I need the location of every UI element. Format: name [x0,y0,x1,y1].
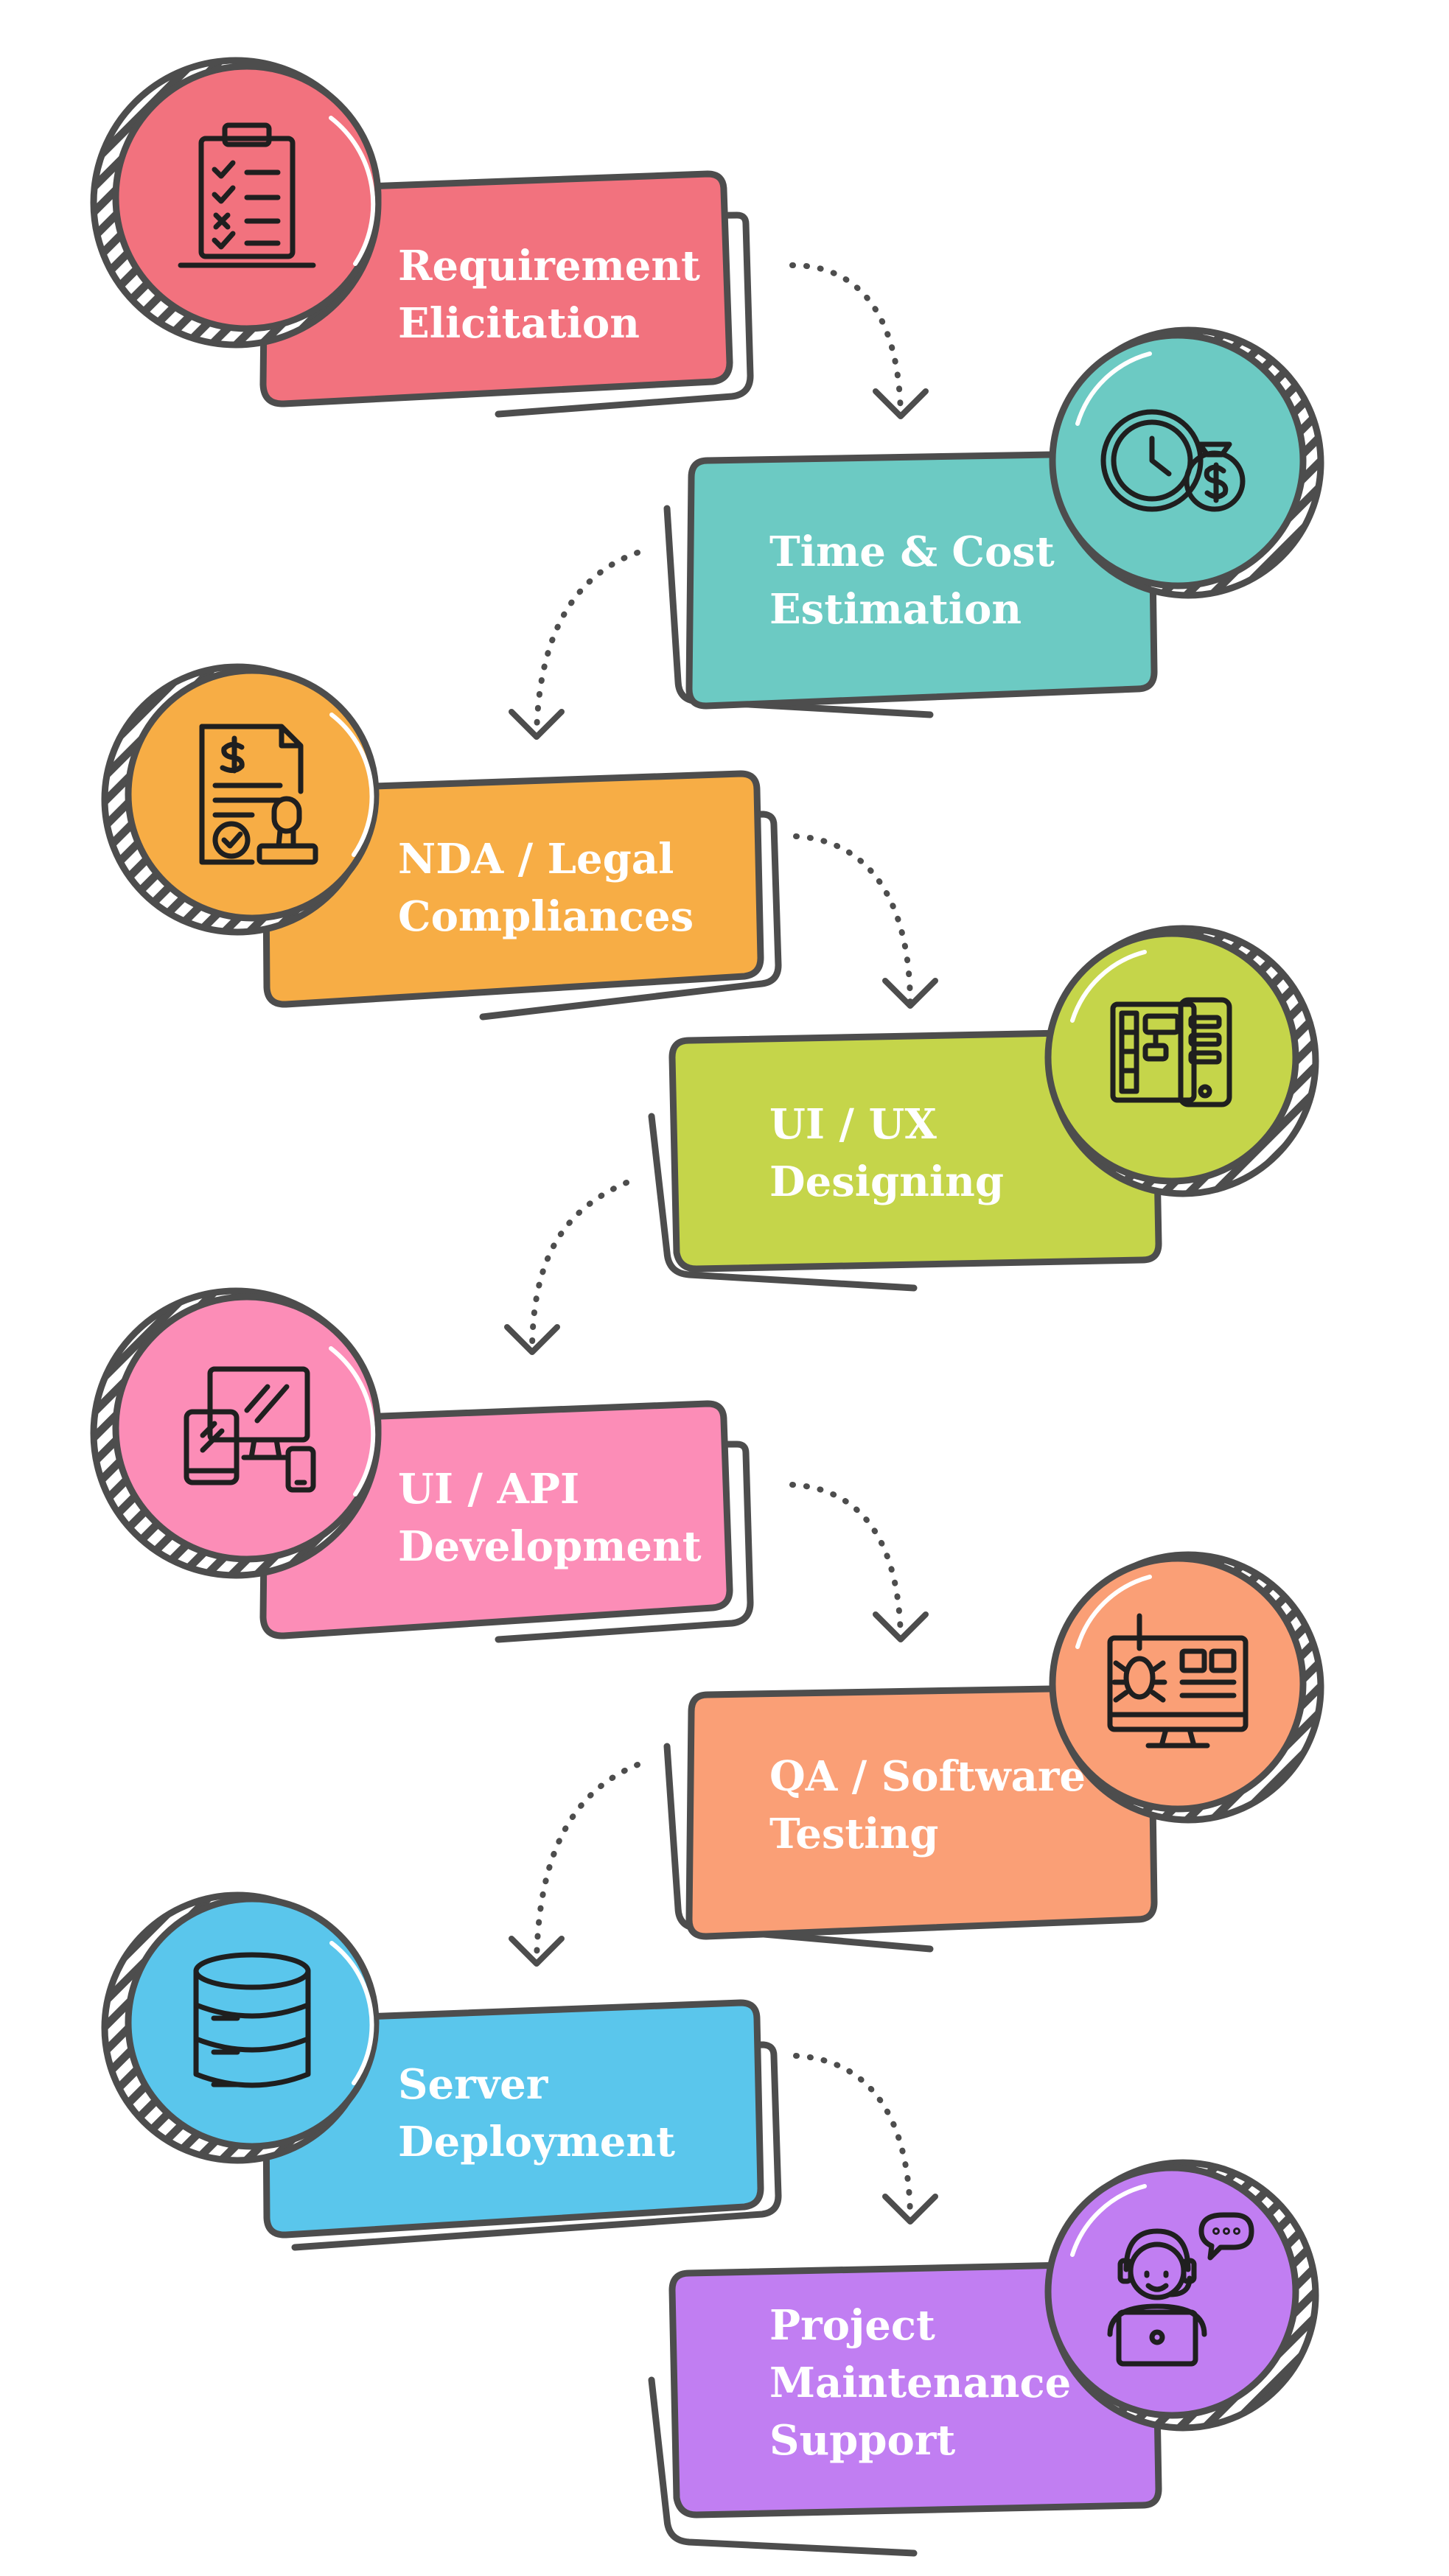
connector-arrow-5 [789,1482,904,1642]
arrowhead-icon [509,709,565,740]
step-label-line: QA / Software [769,1752,1086,1801]
badge-highlight [329,713,374,857]
badge-8 [1044,2159,1319,2432]
wireframe-mobile-icon [1110,997,1232,1107]
step-label-line: Development [398,1522,702,1571]
connector-arrow-3 [793,833,913,1009]
step-label-5: UI / API Development [398,1465,702,1571]
step-label-line: Requirement [398,242,700,290]
badge-circle [125,667,380,922]
badge-circle [1044,930,1299,1185]
step-label-line: Testing [769,1810,938,1858]
step-label-8: Project Maintenance Support [769,2301,1086,2465]
card-shadow-8 [648,2376,918,2557]
bug-monitor-icon [1107,1613,1249,1749]
step-ui-api-development: UI / API Development [90,1287,754,1643]
step-label-1: Requirement Elicitation [398,242,714,348]
card-shadow-7 [270,2041,782,2251]
badge-6 [1049,1551,1324,1824]
step-qa-software-testing: QA / Software Testing [663,1551,1324,1953]
support-agent-icon [1107,2212,1254,2367]
badge-circle [1049,1555,1307,1813]
step-label-line: Time & Cost [769,528,1055,576]
card-7 [262,1999,764,2239]
badge-highlight [1075,1575,1152,1649]
clipboard-checklist-icon [178,122,316,268]
step-server-deployment: Server Deployment [101,1891,782,2251]
step-label-line: Deployment [398,2118,675,2166]
badge-highlight [1070,2184,1147,2257]
badge-circle [112,1293,382,1563]
arrowhead-icon [882,978,938,1009]
step-label-line: Project [769,2301,935,2350]
step-project-maintenance-support: Project Maintenance Support [648,2159,1319,2557]
badge-highlight [1075,351,1152,426]
step-label-line: Server [398,2060,549,2109]
badge-2 [1049,326,1324,599]
arrowhead-icon [882,2194,938,2225]
arrowhead-icon [873,388,929,419]
badge-5 [90,1287,382,1579]
step-label-line: Estimation [769,585,1022,634]
step-label-7: Server Deployment [398,2060,675,2166]
badge-highlight [1070,950,1147,1023]
step-label-3: NDA / Legal Compliances [398,835,694,941]
connector-arrow-7 [793,2053,913,2225]
badge-highlight [329,1346,376,1497]
step-label-line: NDA / Legal [398,835,674,883]
card-1 [259,170,733,407]
step-label-line: Maintenance [769,2359,1071,2407]
database-icon [193,1952,311,2088]
badge-1 [90,57,382,349]
card-shadow-1 [270,211,754,418]
arrowhead-icon [509,1936,565,1967]
card-shadow-4 [648,1113,918,1292]
clock-money-icon [1100,409,1246,512]
connector-arrow-2 [534,550,640,740]
legal-document-stamp-icon [199,724,318,865]
card-shadow-3 [270,811,782,1021]
arrowhead-icon [504,1324,560,1355]
step-nda-legal-compliances: NDA / Legal Compliances [101,663,782,1021]
connector-arrow-1 [789,262,904,419]
step-label-line: UI / API [398,1465,579,1513]
card-5 [259,1400,733,1639]
badge-7 [101,1891,380,2164]
step-label-line: Designing [769,1158,1004,1206]
badge-highlight [329,116,376,266]
badge-4 [1044,925,1319,1197]
badge-circle [125,1895,380,2150]
step-label-line: UI / UX [769,1100,937,1149]
multi-device-icon [184,1366,316,1493]
step-time-cost-estimation: Time & Cost Estimation [663,326,1324,718]
card-shadow-5 [270,1441,754,1643]
connector-arrows [504,262,938,2225]
step-label-2: Time & Cost Estimation [769,528,1069,634]
badge-circle [1049,332,1307,589]
step-label-line: Elicitation [398,299,640,348]
step-label-line: Support [769,2416,955,2465]
badge-highlight [329,1941,374,2085]
badge-3 [101,663,380,936]
connector-arrow-4 [529,1180,629,1355]
step-label-6: QA / Software Testing [769,1752,1100,1858]
connector-arrow-6 [534,1762,640,1967]
step-label-line: Compliances [398,892,694,941]
step-ui-ux-designing: UI / UX Designing [648,925,1319,1292]
step-requirement-elicitation: Requirement Elicitation [90,57,754,418]
step-label-4: UI / UX Designing [769,1100,1004,1206]
card-3 [262,770,764,1008]
arrowhead-icon [873,1611,929,1642]
